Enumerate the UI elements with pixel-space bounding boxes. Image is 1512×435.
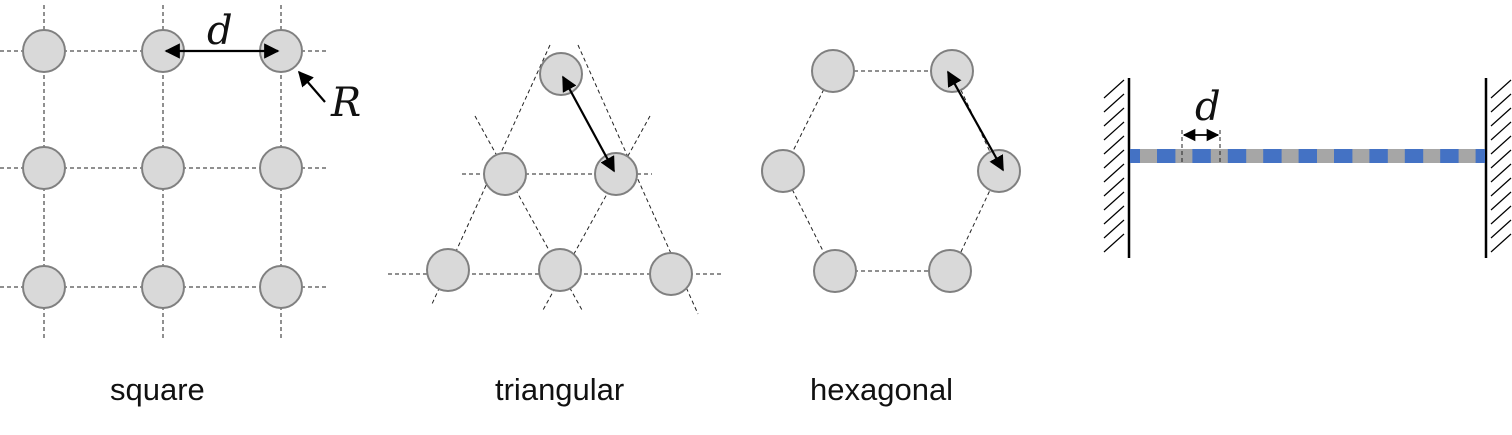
chain-pillar-segment xyxy=(1140,149,1157,163)
left-wall xyxy=(1103,78,1131,258)
chain-pillar-segment xyxy=(1458,149,1476,163)
spacing-arrow xyxy=(947,70,1004,172)
triangular-lattice: triangular xyxy=(388,44,724,407)
chain-segments xyxy=(1130,149,1485,163)
right-wall xyxy=(1484,78,1512,258)
pillar xyxy=(22,265,66,309)
chain-pillar-segment xyxy=(1210,149,1228,163)
pillar xyxy=(483,152,527,196)
chain-pillar-segment xyxy=(1317,149,1334,163)
pillar xyxy=(259,146,303,190)
chain-pillar-segment xyxy=(1352,149,1370,163)
square-lattice: d R square xyxy=(0,5,361,407)
chain-pillar-segment xyxy=(1423,149,1441,163)
pillar xyxy=(141,146,185,190)
pillar xyxy=(930,49,974,93)
caption-hexagonal: hexagonal xyxy=(810,372,953,407)
hexagonal-lattice: hexagonal xyxy=(761,49,1021,407)
pillar xyxy=(761,149,805,193)
spacing-label: d xyxy=(207,8,233,54)
pillar xyxy=(22,29,66,73)
pillar xyxy=(22,146,66,190)
pillar xyxy=(141,265,185,309)
hexagon-guide xyxy=(782,70,1000,272)
spacing-arrow xyxy=(562,75,615,173)
pillar xyxy=(977,149,1021,193)
pillar xyxy=(811,49,855,93)
pillar xyxy=(928,249,972,293)
radius-arrow xyxy=(297,70,326,103)
pillar xyxy=(539,52,583,96)
pillar xyxy=(259,265,303,309)
chain-spacing-label: d xyxy=(1195,84,1221,130)
caption-triangular: triangular xyxy=(495,372,624,407)
pillar xyxy=(538,248,582,292)
chain-pillar-segment xyxy=(1175,149,1193,163)
pillar xyxy=(594,152,638,196)
chain-pillar-segment xyxy=(1281,149,1299,163)
caption-square: square xyxy=(110,372,205,407)
chain-diagram: d xyxy=(1103,78,1512,258)
chain-pillar-segment xyxy=(1387,149,1405,163)
pillar xyxy=(426,248,470,292)
radius-label: R xyxy=(330,80,361,126)
chain-pillar-segment xyxy=(1246,149,1264,163)
pillar xyxy=(813,249,857,293)
pillar xyxy=(649,252,693,296)
